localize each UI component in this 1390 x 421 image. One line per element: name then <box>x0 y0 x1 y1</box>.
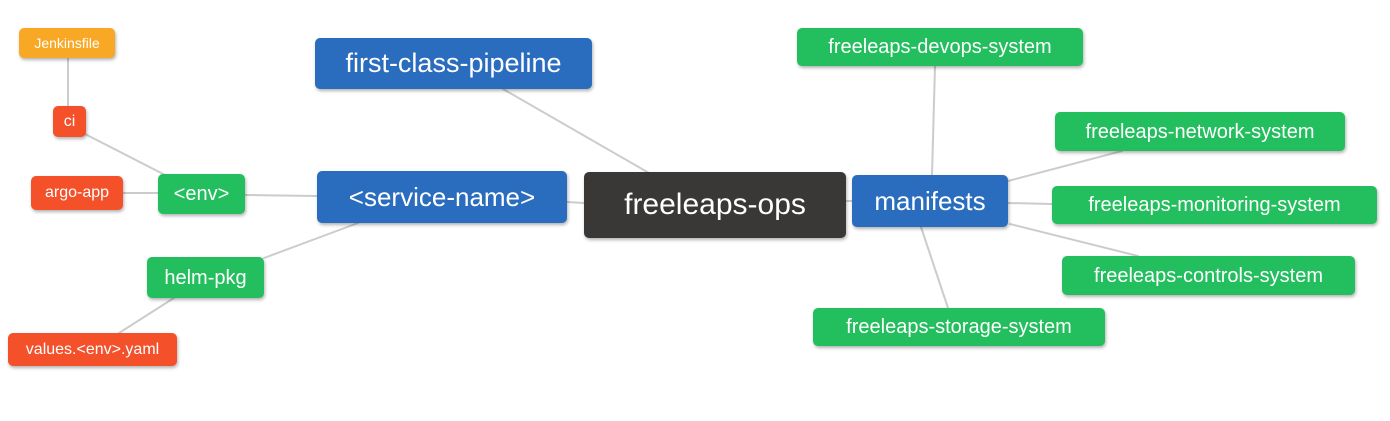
edge-helm-pkg-to-values-env-yaml <box>118 295 178 334</box>
node-service-name[interactable]: <service-name> <box>317 171 567 223</box>
node-helm-pkg[interactable]: helm-pkg <box>147 257 264 298</box>
edge-ci-to-env <box>84 133 168 177</box>
edge-first-class-pipeline-to-freeleaps-ops <box>502 88 650 174</box>
node-freeleaps-controls-system[interactable]: freeleaps-controls-system <box>1062 256 1355 295</box>
edge-manifests-to-freeleaps-storage-system <box>920 226 949 309</box>
node-argo-app[interactable]: argo-app <box>31 176 123 210</box>
edge-freeleaps-devops-system-to-manifests <box>931 65 936 176</box>
edge-service-name-to-freeleaps-ops <box>566 201 585 204</box>
node-freeleaps-network-system[interactable]: freeleaps-network-system <box>1055 112 1345 151</box>
edge-manifests-to-freeleaps-controls-system <box>1009 223 1139 257</box>
edge-env-to-service-name <box>244 194 318 197</box>
node-values-env-yaml[interactable]: values.<env>.yaml <box>8 333 177 366</box>
node-env[interactable]: <env> <box>158 174 245 214</box>
edge-manifests-to-freeleaps-network-system <box>1007 150 1123 182</box>
edge-manifests-to-freeleaps-monitoring-system <box>1007 202 1053 205</box>
edge-service-name-to-helm-pkg <box>263 222 359 259</box>
node-manifests[interactable]: manifests <box>852 175 1008 227</box>
node-freeleaps-ops[interactable]: freeleaps-ops <box>584 172 846 238</box>
node-first-class-pipeline[interactable]: first-class-pipeline <box>315 38 592 89</box>
node-freeleaps-storage-system[interactable]: freeleaps-storage-system <box>813 308 1105 346</box>
node-freeleaps-monitoring-system[interactable]: freeleaps-monitoring-system <box>1052 186 1377 224</box>
node-ci[interactable]: ci <box>53 106 86 137</box>
node-jenkinsfile[interactable]: Jenkinsfile <box>19 28 115 58</box>
node-freeleaps-devops-system[interactable]: freeleaps-devops-system <box>797 28 1083 66</box>
